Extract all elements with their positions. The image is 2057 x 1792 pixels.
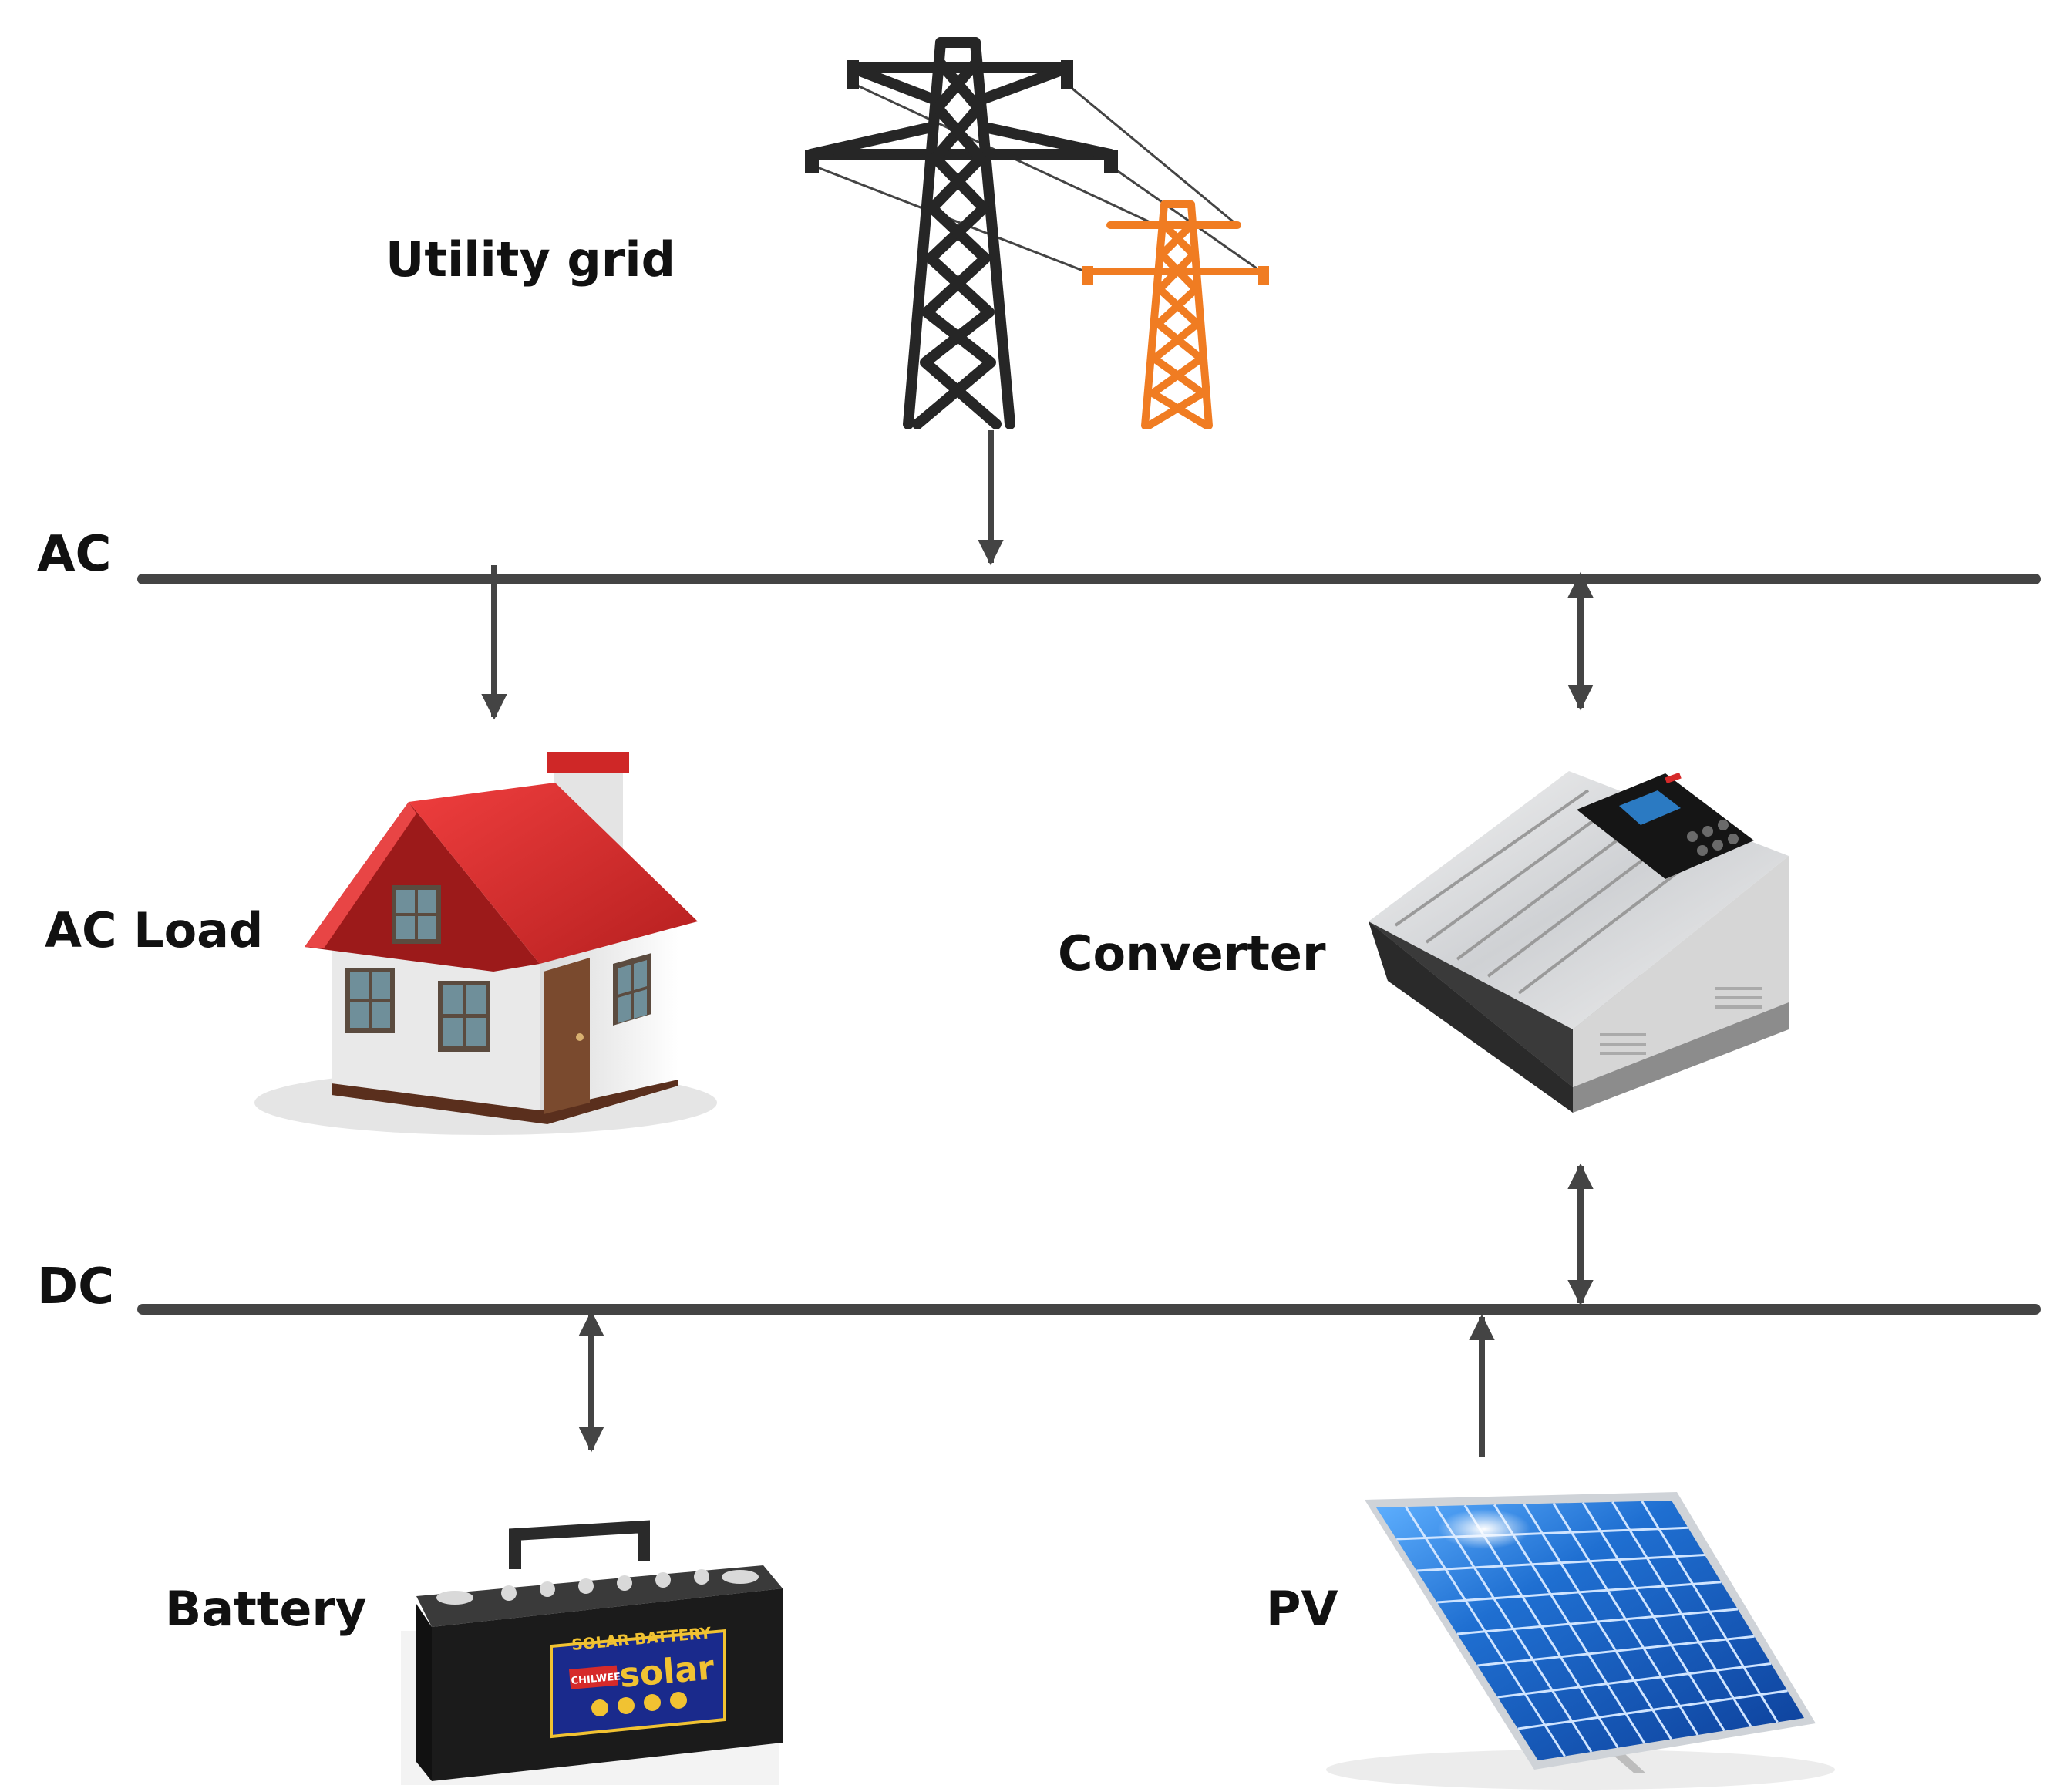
battery-icon: SOLAR BATTERY CHILWEE solar xyxy=(401,1520,783,1785)
battery-panel-brand: solar xyxy=(618,1648,716,1696)
utility-grid-label: Utility grid xyxy=(385,231,675,288)
battery-panel-badge: CHILWEE xyxy=(571,1671,621,1687)
inverter-icon xyxy=(1369,771,1789,1113)
ac-load-label: AC Load xyxy=(45,902,264,958)
transmission-tower-icon xyxy=(805,37,1269,429)
ac-bus-label: AC xyxy=(37,526,112,583)
dc-bus-label: DC xyxy=(37,1258,115,1315)
battery-label: Battery xyxy=(165,1581,367,1637)
converter-label: Converter xyxy=(1058,925,1326,982)
pv-label: PV xyxy=(1266,1581,1338,1637)
solar-panel-icon xyxy=(1326,1492,1835,1790)
house-icon xyxy=(254,752,717,1135)
